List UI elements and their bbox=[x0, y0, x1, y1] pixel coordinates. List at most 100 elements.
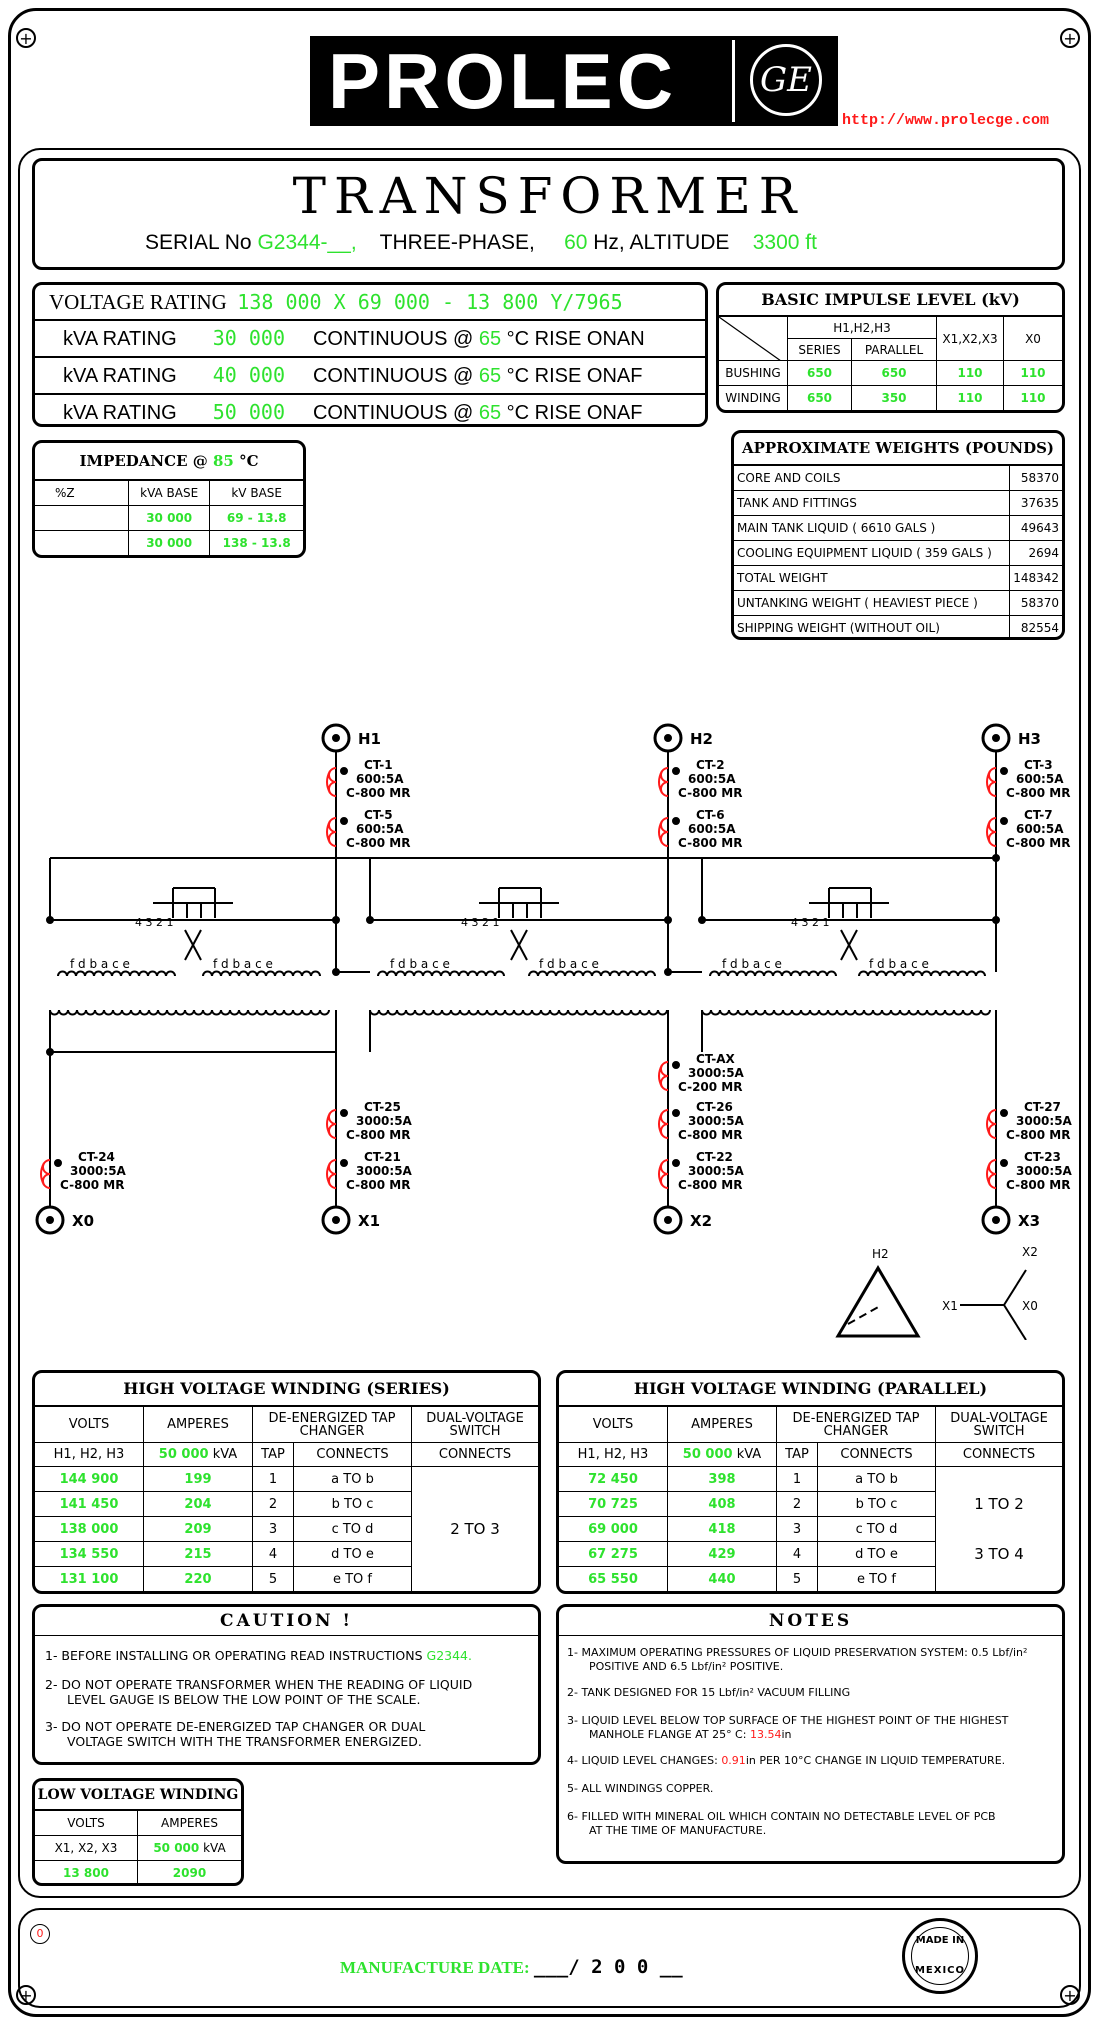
junction-dot bbox=[1000, 1109, 1008, 1117]
junction-dot bbox=[340, 817, 348, 825]
screw-icon: + bbox=[1060, 1985, 1080, 2005]
wye-x2-label: X2 bbox=[1022, 1245, 1038, 1259]
junction-dot bbox=[672, 1061, 680, 1069]
screw-icon: + bbox=[16, 1985, 36, 2005]
ct-6-ratio: 600:5A bbox=[688, 822, 736, 836]
footer-panel bbox=[18, 1908, 1081, 2008]
serial-line: SERIAL No G2344-__, THREE-PHASE, 60 Hz, … bbox=[145, 231, 817, 254]
ct-24-class: C-800 MR bbox=[60, 1178, 124, 1192]
junction-dot bbox=[672, 817, 680, 825]
weights-title: APPROXIMATE WEIGHTS (POUNDS) bbox=[734, 433, 1062, 465]
hv-parallel-title: HIGH VOLTAGE WINDING (PARALLEL) bbox=[559, 1373, 1062, 1406]
x2-bushing-label: X2 bbox=[690, 1212, 712, 1230]
winding-coil bbox=[377, 970, 505, 977]
junction-dot bbox=[664, 968, 672, 976]
ct-23-ratio: 3000:5A bbox=[1016, 1164, 1073, 1178]
junction-dot bbox=[1000, 817, 1008, 825]
ct-5-id: CT-5 bbox=[364, 808, 393, 822]
ct-25-ratio: 3000:5A bbox=[356, 1114, 413, 1128]
footer-counter: 0 bbox=[30, 1924, 50, 1944]
junction-dot bbox=[992, 854, 1000, 862]
ct-23-coil bbox=[988, 1159, 997, 1189]
weight-row: UNTANKING WEIGHT ( HEAVIEST PIECE )58370 bbox=[734, 590, 1062, 616]
ct-ax-coil-outer bbox=[658, 1064, 663, 1088]
tap-labels: f d b a c e bbox=[539, 957, 599, 971]
junction-dot bbox=[54, 1159, 62, 1167]
weight-row: MAIN TANK LIQUID ( 6610 GALS )49643 bbox=[734, 515, 1062, 541]
ct-26-coil-outer bbox=[658, 1112, 663, 1136]
website-link[interactable]: http://www.prolecge.com bbox=[842, 112, 1050, 129]
junction-dot bbox=[672, 1159, 680, 1167]
diagram-line bbox=[840, 929, 858, 961]
weight-row: SHIPPING WEIGHT (WITHOUT OIL)82554 bbox=[734, 615, 1062, 637]
delta-vector-icon bbox=[835, 1265, 921, 1338]
ct-6-id: CT-6 bbox=[696, 808, 725, 822]
dual-voltage-switch-label: 4 3 2 1 bbox=[461, 916, 499, 929]
ct-6-class: C-800 MR bbox=[678, 836, 742, 850]
tap-labels: f d b a c e bbox=[869, 957, 929, 971]
ct-24-coil-outer bbox=[40, 1162, 45, 1186]
ct-25-id: CT-25 bbox=[364, 1100, 401, 1114]
x3-bushing bbox=[981, 1205, 1011, 1235]
winding-coil bbox=[202, 970, 321, 977]
ct-2-coil-outer bbox=[658, 770, 663, 794]
ct-1-coil bbox=[328, 767, 337, 797]
delta-h2-label: H2 bbox=[872, 1247, 889, 1261]
ct-ax-class: C-200 MR bbox=[678, 1080, 742, 1094]
ct-ax-ratio: 3000:5A bbox=[688, 1066, 745, 1080]
ct-21-id: CT-21 bbox=[364, 1150, 401, 1164]
ct-6-coil bbox=[660, 817, 669, 847]
dual-voltage-switch-label: 4 3 2 1 bbox=[791, 916, 829, 929]
tap-labels: f d b a c e bbox=[213, 957, 273, 971]
weights-box: APPROXIMATE WEIGHTS (POUNDS) CORE AND CO… bbox=[731, 430, 1065, 640]
ct-27-class: C-800 MR bbox=[1006, 1128, 1070, 1142]
ct-7-coil bbox=[988, 817, 997, 847]
ct-27-ratio: 3000:5A bbox=[1016, 1114, 1073, 1128]
ct-26-ratio: 3000:5A bbox=[688, 1114, 745, 1128]
brand-logo: PROLEC GE bbox=[310, 36, 838, 126]
x2-bushing bbox=[653, 1205, 683, 1235]
ct-5-coil bbox=[328, 817, 337, 847]
winding-coil bbox=[528, 970, 656, 977]
ct-26-id: CT-26 bbox=[696, 1100, 733, 1114]
h2-bushing-center bbox=[664, 734, 672, 742]
title-box: TRANSFORMER SERIAL No G2344-__, THREE-PH… bbox=[32, 158, 1065, 270]
lv-title: LOW VOLTAGE WINDING bbox=[35, 1781, 241, 1810]
screw-icon: + bbox=[16, 28, 36, 48]
winding-coil bbox=[701, 1009, 991, 1016]
nameplate-border bbox=[8, 8, 1091, 2017]
x3-bushing-center bbox=[992, 1216, 1000, 1224]
weight-row: COOLING EQUIPMENT LIQUID ( 359 GALS )269… bbox=[734, 540, 1062, 566]
ct-22-coil-outer bbox=[658, 1162, 663, 1186]
bil-title: BASIC IMPULSE LEVEL (kV) bbox=[719, 285, 1062, 316]
page-title: TRANSFORMER bbox=[292, 167, 805, 225]
delta-vector-dash bbox=[847, 1305, 881, 1325]
ct-2-coil bbox=[660, 767, 669, 797]
bil-table: H1,H2,H3 X1,X2,X3 X0 SERIES PARALLEL BUS… bbox=[719, 316, 1062, 410]
dual-voltage-switch-label: 4 3 2 1 bbox=[135, 916, 173, 929]
wye-x1-label: X1 bbox=[942, 1299, 958, 1313]
ct-21-coil-outer bbox=[326, 1162, 331, 1186]
notes-box: NOTES 1- MAXIMUM OPERATING PRESSURES OF … bbox=[556, 1604, 1065, 1864]
junction-dot bbox=[340, 767, 348, 775]
brand-name: PROLEC bbox=[328, 37, 678, 125]
h2-bushing-label: H2 bbox=[690, 730, 713, 748]
ct-27-coil bbox=[988, 1109, 997, 1139]
ct-24-coil bbox=[42, 1159, 51, 1189]
h3-bushing-center bbox=[992, 734, 1000, 742]
junction-dot bbox=[46, 916, 54, 924]
ratings-box: VOLTAGE RATING 138 000 X 69 000 - 13 800… bbox=[32, 282, 708, 427]
delta-h1-label: H1 bbox=[820, 1339, 837, 1340]
ct-26-class: C-800 MR bbox=[678, 1128, 742, 1142]
